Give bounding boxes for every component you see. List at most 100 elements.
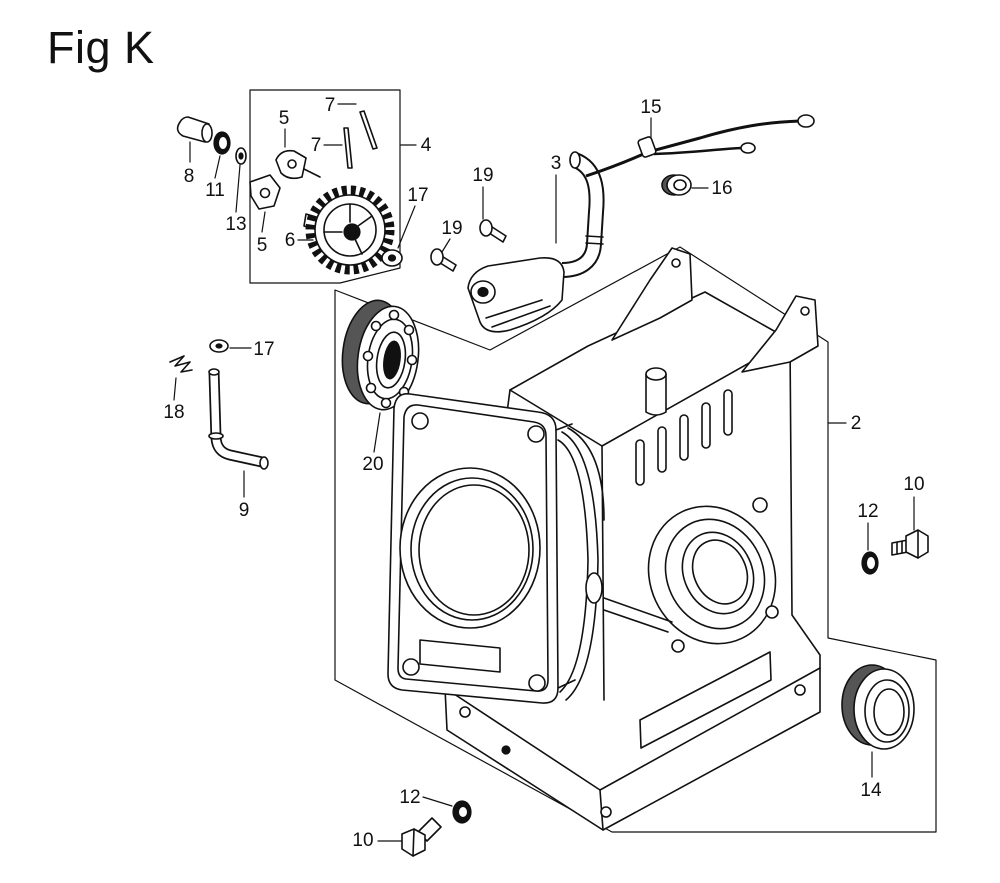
callout-6: 6 xyxy=(285,230,296,251)
leader-lines xyxy=(173,103,915,842)
pipe-end xyxy=(259,456,269,470)
drain-boss xyxy=(501,745,511,755)
gear-teeth xyxy=(305,185,395,275)
bracket-hole xyxy=(800,306,810,316)
cylinder-bore-inner xyxy=(418,484,530,616)
top-mount-bracket xyxy=(611,247,693,341)
oil-pipe-9-drawing xyxy=(208,368,269,470)
bolt-head xyxy=(479,219,493,237)
washer-hole xyxy=(219,137,227,149)
washer-13-drawing xyxy=(235,147,247,165)
breather-tube-inner xyxy=(561,154,603,276)
crank-boss-ring xyxy=(664,518,766,630)
boss-bolt-hole xyxy=(752,497,768,513)
boss-bolt-hole xyxy=(671,639,685,653)
callout-11: 11 xyxy=(205,180,225,201)
callout-7-lower: 7 xyxy=(311,135,322,156)
flange-bolt-hole xyxy=(402,658,420,676)
clip-18-drawing xyxy=(169,355,193,373)
leader-line xyxy=(261,211,266,233)
leader-line xyxy=(214,155,221,179)
callout-14: 14 xyxy=(860,780,882,801)
gear-hub xyxy=(343,223,361,241)
breather-tube-end xyxy=(569,151,581,169)
callout-4: 4 xyxy=(421,135,432,156)
breather-boss xyxy=(645,373,667,416)
bolt-head xyxy=(905,529,929,559)
callout-19-lower: 19 xyxy=(441,218,462,239)
washer-hole xyxy=(387,254,397,262)
flange-bolt-hole xyxy=(527,425,545,443)
callout-12-right: 12 xyxy=(857,501,878,522)
bearing-ball xyxy=(365,382,377,394)
bolt-10-right-drawing xyxy=(891,529,929,559)
crankcase-lower-window xyxy=(639,651,772,749)
wire-grommet xyxy=(637,136,657,158)
washer-17-upper-drawing xyxy=(381,249,403,267)
callout-13: 13 xyxy=(225,214,246,235)
side-slot xyxy=(701,402,711,449)
lever-hole xyxy=(259,187,271,199)
callout-20: 20 xyxy=(362,454,383,475)
cylinder-fin xyxy=(557,439,589,693)
crankcase-drawing xyxy=(387,247,821,831)
bracket-hole xyxy=(671,258,681,268)
flange-window xyxy=(419,639,501,673)
oil-seal-14-drawing xyxy=(841,664,915,750)
side-slot xyxy=(723,389,733,436)
crankcase-group-frame xyxy=(334,246,937,833)
callout-5-lower: 5 xyxy=(257,235,268,256)
washer-11-drawing xyxy=(213,131,231,155)
washer-17-lower-drawing xyxy=(209,339,229,353)
lever-stem xyxy=(301,167,321,178)
washer-12-right-drawing xyxy=(861,551,879,575)
bearing-bore xyxy=(383,340,401,380)
breather-boss-top xyxy=(645,367,667,381)
callout-8: 8 xyxy=(184,166,195,187)
oil-pump-group-frame xyxy=(249,89,401,284)
washer-hole xyxy=(459,807,467,817)
bolt-threads xyxy=(896,540,903,555)
wire-connector xyxy=(797,114,815,128)
flange-bolt-hole xyxy=(528,674,546,692)
boss-bolt-hole xyxy=(765,605,779,619)
callout-5-upper: 5 xyxy=(279,108,290,129)
callout-17-lower: 17 xyxy=(253,339,274,360)
callout-15: 15 xyxy=(640,97,661,118)
leader-line xyxy=(373,412,381,453)
leader-line xyxy=(422,796,453,807)
side-mount-bracket xyxy=(741,295,819,373)
pin-7-lower-drawing xyxy=(343,127,353,169)
plug-end xyxy=(201,123,213,143)
bearing-20-drawing xyxy=(341,299,420,411)
bearing-ball xyxy=(380,397,392,409)
lever-5-upper-drawing xyxy=(275,149,321,180)
side-slot xyxy=(679,414,689,461)
callout-7-upper: 7 xyxy=(325,95,336,116)
callout-2: 2 xyxy=(851,413,862,434)
callout-19-upper: 19 xyxy=(472,165,493,186)
breather-cover-hole xyxy=(477,286,489,298)
breather-tube-clamp xyxy=(585,235,604,245)
bolt-10-bottom-drawing xyxy=(401,817,442,857)
bearing-ball xyxy=(406,354,418,366)
bolt-19-lower-drawing xyxy=(430,248,457,272)
washer-hole xyxy=(238,152,244,160)
washer-12-bottom-drawing xyxy=(452,800,472,824)
wire-harness-drawing xyxy=(585,114,815,178)
callout-12-bottom: 12 xyxy=(399,787,420,808)
side-slot xyxy=(635,439,645,486)
bearing-ball xyxy=(388,309,400,321)
base-bolt-hole xyxy=(794,684,806,696)
pin-body xyxy=(359,110,378,150)
cylinder-bore-ring xyxy=(410,477,534,621)
base-bolt-hole xyxy=(459,706,471,718)
pipe-collar xyxy=(208,432,224,440)
bearing-ball xyxy=(370,320,382,332)
flange-thickness xyxy=(555,423,576,689)
callout-3: 3 xyxy=(551,153,562,174)
figure-title: Fig K xyxy=(47,22,155,73)
bearing-ball xyxy=(403,324,415,336)
seal-lip xyxy=(864,679,910,743)
